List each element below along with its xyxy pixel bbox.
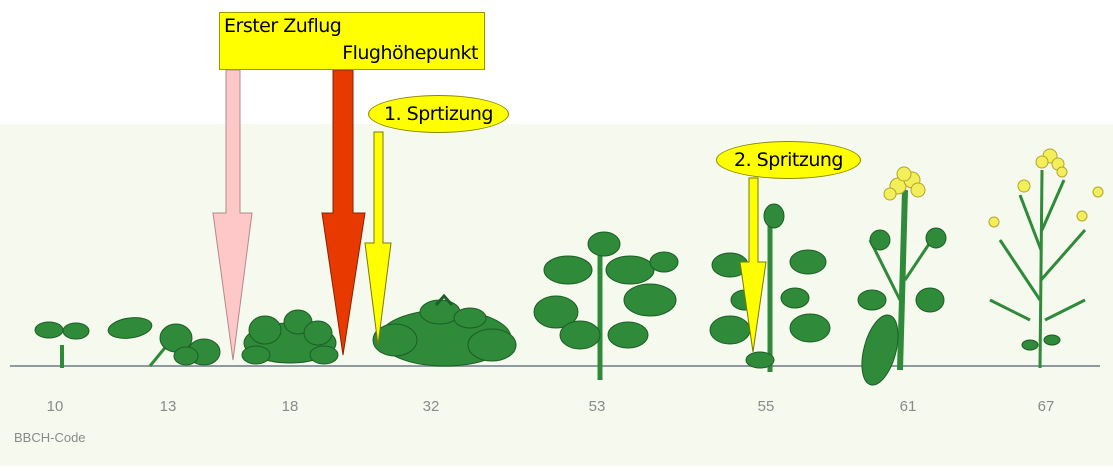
spray2-bubble: 2. Spritzung xyxy=(716,141,861,179)
bbch-code-67: 67 xyxy=(1038,398,1055,415)
flight-peak-label: Flughöhepunkt xyxy=(342,42,478,64)
bbch-code-61: 61 xyxy=(900,398,917,415)
bbch-code-13: 13 xyxy=(160,398,177,415)
bbch-code-32: 32 xyxy=(423,398,440,415)
flight-label-box: Erster Zuflug Flughöhepunkt xyxy=(219,12,485,70)
bbch-axis-label: BBCH-Code xyxy=(14,430,86,445)
spray1-bubble: 1. Sprtizung xyxy=(368,95,509,133)
bbch-code-10: 10 xyxy=(47,398,64,415)
bbch-code-55: 55 xyxy=(758,398,775,415)
first-flight-label: Erster Zuflug xyxy=(224,15,341,37)
bbch-code-18: 18 xyxy=(282,398,299,415)
bbch-code-53: 53 xyxy=(589,398,606,415)
